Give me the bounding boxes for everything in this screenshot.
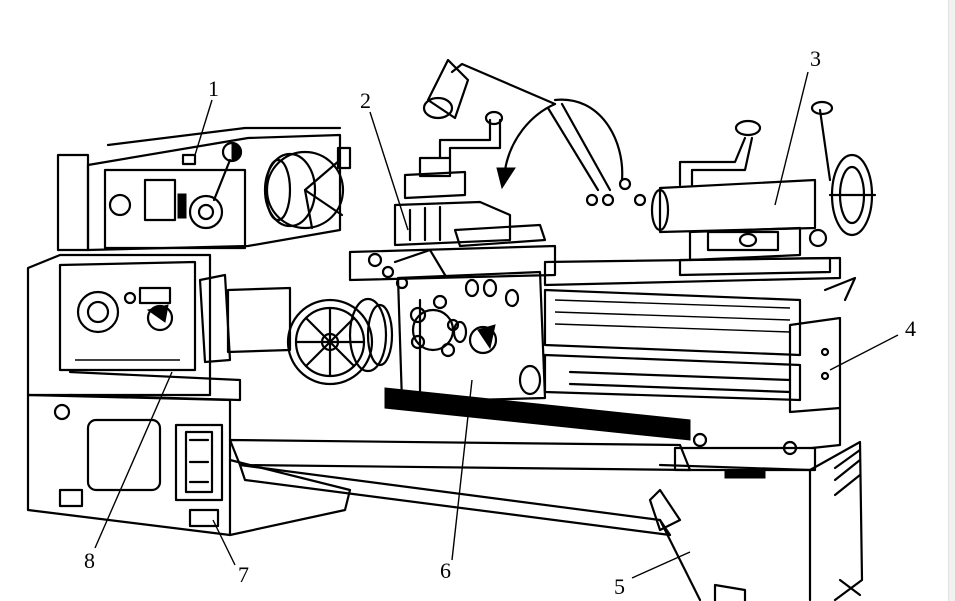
rear-bed-leg bbox=[788, 276, 857, 450]
tailstock bbox=[633, 100, 877, 277]
label-2: 2 bbox=[360, 88, 371, 113]
vertical-scrollbar[interactable] bbox=[948, 0, 955, 601]
label-8: 8 bbox=[84, 548, 95, 573]
leader-lines bbox=[94, 71, 899, 579]
label-4: 4 bbox=[905, 316, 916, 341]
carriage bbox=[348, 244, 557, 290]
tool-post bbox=[393, 110, 547, 248]
label-1: 1 bbox=[208, 76, 219, 101]
rear-base bbox=[658, 440, 864, 601]
label-5: 5 bbox=[614, 574, 625, 599]
work-lamp bbox=[422, 58, 632, 207]
apron bbox=[286, 270, 547, 404]
part-labels: 1 2 3 4 5 6 7 8 bbox=[84, 46, 916, 599]
front-base bbox=[26, 253, 352, 537]
lathe-bed bbox=[228, 256, 842, 537]
label-3: 3 bbox=[810, 46, 821, 71]
label-6: 6 bbox=[440, 558, 451, 583]
headstock bbox=[56, 126, 352, 252]
label-7: 7 bbox=[238, 562, 249, 587]
